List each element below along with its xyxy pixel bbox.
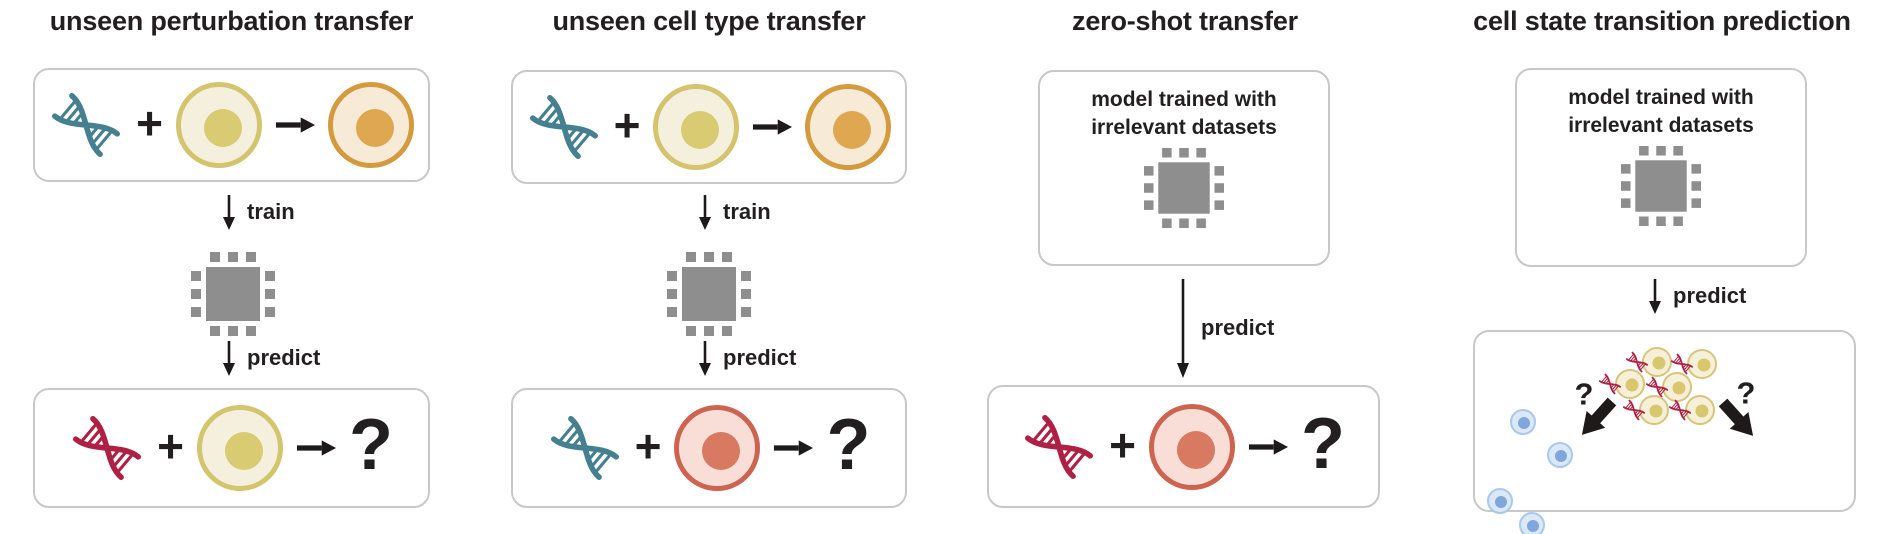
blue-cell-icon	[1519, 512, 1545, 534]
salmon-cell-icon	[1148, 403, 1235, 490]
blue-cell-icon	[1487, 488, 1513, 514]
predict-step: predict	[698, 340, 796, 376]
dna-icon	[49, 88, 123, 162]
model-box: model trained with irrelevant datasets	[1515, 68, 1807, 267]
predict-label: predict	[723, 345, 797, 370]
perturbed-cell	[1687, 349, 1717, 379]
question-mark: ?	[348, 405, 393, 485]
yellow-cell-icon	[1615, 369, 1645, 399]
predict-step: predict	[222, 340, 320, 376]
arrow-down-icon	[698, 340, 712, 376]
model-box-line2: irrelevant datasets	[1091, 115, 1277, 139]
model-box: model trained with irrelevant datasets	[1038, 70, 1330, 266]
question-mark: ?	[1574, 376, 1594, 412]
arrow-down-icon	[698, 194, 712, 230]
plus-sign: +	[136, 97, 163, 149]
question-mark: ?	[826, 405, 871, 485]
chip-icon	[667, 252, 751, 336]
cell-nucleus	[702, 432, 741, 470]
panel-unseen-cell-type-transfer: unseen cell type transfer + train predic…	[478, 0, 940, 534]
orange-cell-icon	[805, 84, 892, 170]
dna-icon	[1622, 398, 1646, 422]
chip-icon	[1621, 146, 1701, 226]
output-box: + ?	[511, 388, 907, 508]
cell-nucleus	[1176, 430, 1215, 469]
cell-nucleus	[224, 432, 263, 470]
output-box: + ?	[987, 385, 1380, 508]
plus-sign: +	[157, 420, 184, 472]
train-step: train	[698, 194, 771, 230]
perturbed-cell	[1685, 395, 1715, 425]
predict-step: predict	[1648, 276, 1746, 316]
plus-sign: +	[613, 99, 641, 151]
panel-title: cell state transition prediction	[1473, 6, 1851, 36]
cell-nucleus	[833, 111, 872, 149]
chip-icon	[191, 252, 275, 336]
panel-unseen-perturbation-transfer: unseen perturbation transfer + train pre…	[0, 0, 463, 534]
yellow-cell-icon	[1687, 349, 1717, 379]
blue-cell-icon	[1547, 442, 1573, 468]
model-box-line1: model trained with	[1091, 88, 1277, 111]
dna-icon	[1022, 410, 1096, 484]
arrow-down-icon	[222, 194, 236, 230]
panel-title: zero-shot transfer	[1072, 6, 1298, 36]
output-box: + ?	[33, 388, 430, 508]
perturbed-cell	[1639, 395, 1669, 425]
chip-icon	[1144, 148, 1224, 228]
arrow-right-icon	[752, 118, 792, 136]
question-mark: ?	[1300, 403, 1345, 484]
yellow-cell-icon	[196, 405, 283, 491]
panel-title: unseen perturbation transfer	[49, 6, 414, 36]
model-box-line2: irrelevant datasets	[1568, 113, 1754, 137]
dna-icon	[548, 411, 622, 485]
yellow-cell-icon	[653, 84, 740, 170]
panel-cell-state-transition-prediction: cell state transition prediction model t…	[1430, 0, 1894, 534]
yellow-cell-icon	[1639, 395, 1669, 425]
predict-label: predict	[1201, 315, 1275, 340]
arrow-right-icon	[773, 439, 813, 457]
arrow-down-icon	[1648, 276, 1662, 316]
cell-nucleus	[681, 111, 720, 149]
question-mark: ?	[1736, 375, 1756, 411]
cell-nucleus	[203, 109, 242, 147]
yellow-cell-icon	[1642, 347, 1672, 377]
train-label: train	[723, 199, 771, 224]
dna-icon	[70, 411, 144, 485]
panel-title: unseen cell type transfer	[552, 6, 866, 36]
panel-zero-shot-transfer: zero-shot transfer model trained with ir…	[960, 0, 1410, 534]
plus-sign: +	[634, 420, 662, 472]
input-box: +	[33, 68, 430, 182]
predict-label: predict	[1673, 283, 1747, 308]
arrow-right-icon	[1248, 438, 1288, 456]
orange-cell-icon	[327, 82, 414, 168]
arrow-down-icon	[222, 340, 236, 376]
perturbed-cell	[1642, 347, 1672, 377]
dna-icon	[1668, 398, 1692, 422]
predict-step: predict	[1176, 278, 1274, 378]
train-label: train	[247, 199, 295, 224]
model-box-text: model trained with irrelevant datasets	[1568, 84, 1754, 139]
cell-nucleus	[355, 109, 394, 147]
transition-box: ? ?	[1473, 330, 1856, 534]
input-box: +	[511, 70, 907, 184]
predict-label: predict	[247, 345, 321, 370]
arrow-right-icon	[296, 439, 336, 457]
arrow-right-icon	[275, 116, 315, 134]
dna-icon	[527, 90, 601, 164]
arrow-down-icon	[1176, 278, 1190, 378]
perturbed-cell	[1615, 369, 1645, 399]
salmon-cell-icon	[674, 405, 761, 491]
yellow-cell-icon	[175, 82, 262, 168]
yellow-cell-icon	[1685, 395, 1715, 425]
blue-cell-icon	[1510, 409, 1536, 435]
plus-sign: +	[1109, 418, 1136, 471]
model-box-line1: model trained with	[1568, 86, 1754, 109]
model-box-text: model trained with irrelevant datasets	[1091, 86, 1277, 141]
train-step: train	[222, 194, 295, 230]
